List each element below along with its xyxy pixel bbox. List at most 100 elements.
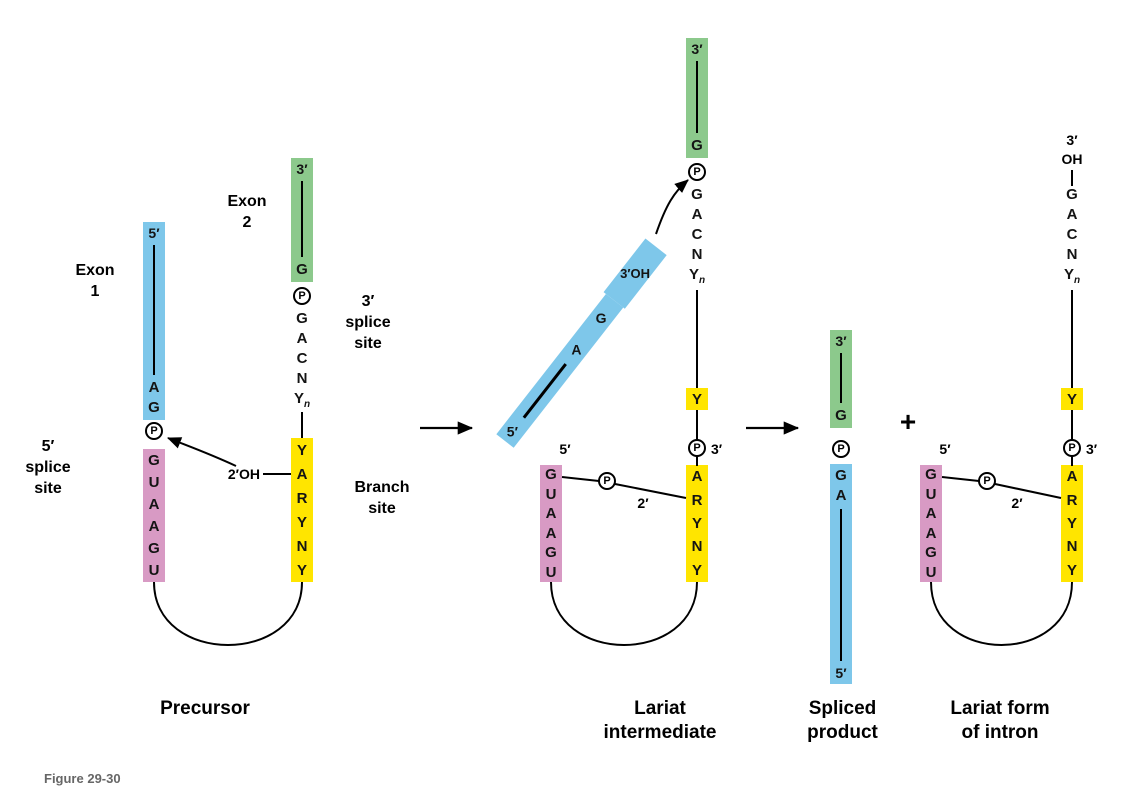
- residue-letter: G: [835, 407, 847, 424]
- residue-letter: U: [545, 485, 557, 503]
- residue-letter: Yn: [293, 390, 311, 411]
- residue-letter: A: [148, 379, 160, 396]
- label-line: splice: [345, 314, 391, 331]
- label-line: 5′: [41, 438, 55, 455]
- phosphate-circle: P: [832, 440, 850, 458]
- exon1-label-line2: 1: [90, 283, 100, 300]
- residue-letter: N: [1066, 246, 1078, 264]
- 2prime-bond-label: 2′: [1011, 495, 1023, 511]
- 3prime-splice-site-label: 3′ splice site: [326, 291, 410, 354]
- label-line: site: [34, 480, 62, 497]
- exon1-5prime-label: 5′: [148, 225, 160, 241]
- caption-line: Spliced: [808, 698, 877, 719]
- exon1-5prime-label: 5′: [506, 423, 518, 440]
- residue-letter: G: [545, 466, 557, 484]
- lariat-intron-connectors: [930, 170, 1073, 646]
- exon2-strand-line: [839, 353, 843, 403]
- residue-letter: G: [148, 451, 160, 469]
- residue-letter: C: [691, 225, 703, 243]
- residue-letter: R: [296, 489, 308, 507]
- residue-letter: C: [1066, 225, 1078, 243]
- exon2-3prime-label: 3′: [296, 161, 308, 177]
- residue-letter: Y: [691, 514, 702, 532]
- residue-letter: G: [545, 544, 557, 562]
- residue-letter: G: [595, 310, 607, 327]
- residue-letter: A: [925, 505, 937, 523]
- exon2-label: Exon 2: [210, 191, 284, 233]
- residue-letter: Y: [296, 513, 307, 531]
- residue-letter: A: [296, 329, 308, 347]
- residue-letter: A: [1066, 468, 1078, 486]
- residue-letter: N: [691, 538, 703, 556]
- label-line: 2: [242, 214, 252, 231]
- residue-letter: Yn: [1063, 266, 1081, 287]
- exon2-letters: G: [691, 136, 703, 156]
- exon2-letters: G: [296, 260, 308, 280]
- residue-letter: R: [691, 491, 703, 509]
- residue-letter: G: [925, 544, 937, 562]
- branch-y-box: Y: [1061, 388, 1083, 410]
- label-line: splice: [25, 459, 71, 476]
- 2prime-oh-label: 2′OH: [227, 466, 260, 482]
- lariat-intermediate-connectors: [550, 179, 698, 646]
- 3prime-oh-label: 3′OH: [620, 266, 651, 282]
- phosphate-circle: P: [1063, 439, 1081, 457]
- residue-letter: A: [148, 518, 160, 536]
- residue-letter: N: [296, 537, 308, 555]
- caption-line: product: [807, 722, 878, 743]
- label-line: 3′: [361, 293, 375, 310]
- residue-letter: G: [296, 261, 308, 278]
- residue-letter: A: [545, 505, 557, 523]
- phosphate-circle: P: [688, 439, 706, 457]
- caption-line: Lariat: [634, 698, 686, 719]
- exon1-strand-line: [839, 509, 843, 661]
- 3prime-oh-box: 3′OH: [603, 238, 667, 309]
- residue-letter: A: [835, 487, 847, 504]
- residue-letter: N: [296, 370, 308, 388]
- 5prime-splice-site-label: 5′ splice site: [8, 436, 88, 499]
- exon2-bar: 3′ G: [830, 330, 852, 428]
- residue-letter: Y: [1066, 514, 1077, 532]
- residue-letter: U: [148, 473, 160, 491]
- exon2-3prime-label: 3′: [835, 333, 847, 349]
- residue-letter: U: [545, 563, 557, 581]
- lariat-intron-caption: Lariat form of intron: [915, 697, 1085, 745]
- spliced-product-caption: Spliced product: [770, 697, 915, 745]
- residue-letter: G: [296, 309, 308, 327]
- residue-letter: U: [148, 562, 160, 580]
- residue-letter: G: [148, 399, 160, 416]
- exon2-strand-line: [695, 61, 699, 133]
- residue-letter: G: [1066, 185, 1078, 203]
- branch-site-label: Branch site: [336, 477, 428, 519]
- exon2-bar: 3′ G: [291, 158, 313, 282]
- exon1-label-line1: Exon: [75, 262, 115, 279]
- caption-line: intermediate: [603, 722, 717, 743]
- 2prime-bond-label: 2′: [637, 495, 649, 511]
- exon1-diagonal-bar: 5′ A G 3′OH: [496, 238, 667, 449]
- 3prime-bond-label: 3′: [711, 441, 723, 457]
- residue-letter: A: [925, 524, 937, 542]
- exon2-bar: 3′ G: [686, 38, 708, 158]
- residue-letter: Yn: [688, 266, 706, 287]
- exon1-label: Exon 1: [58, 260, 132, 302]
- exon1-5prime-label: 5′: [835, 665, 847, 681]
- caption-line: of intron: [961, 722, 1039, 743]
- exon2-letters: G: [835, 406, 847, 426]
- intron-3prime-end-label: 3′: [1066, 132, 1078, 148]
- residue-letter: Y: [296, 441, 307, 459]
- residue-letter: A: [571, 341, 582, 358]
- lariat-loop-arc: [930, 581, 1073, 646]
- lariat-loop-arc: [550, 581, 698, 646]
